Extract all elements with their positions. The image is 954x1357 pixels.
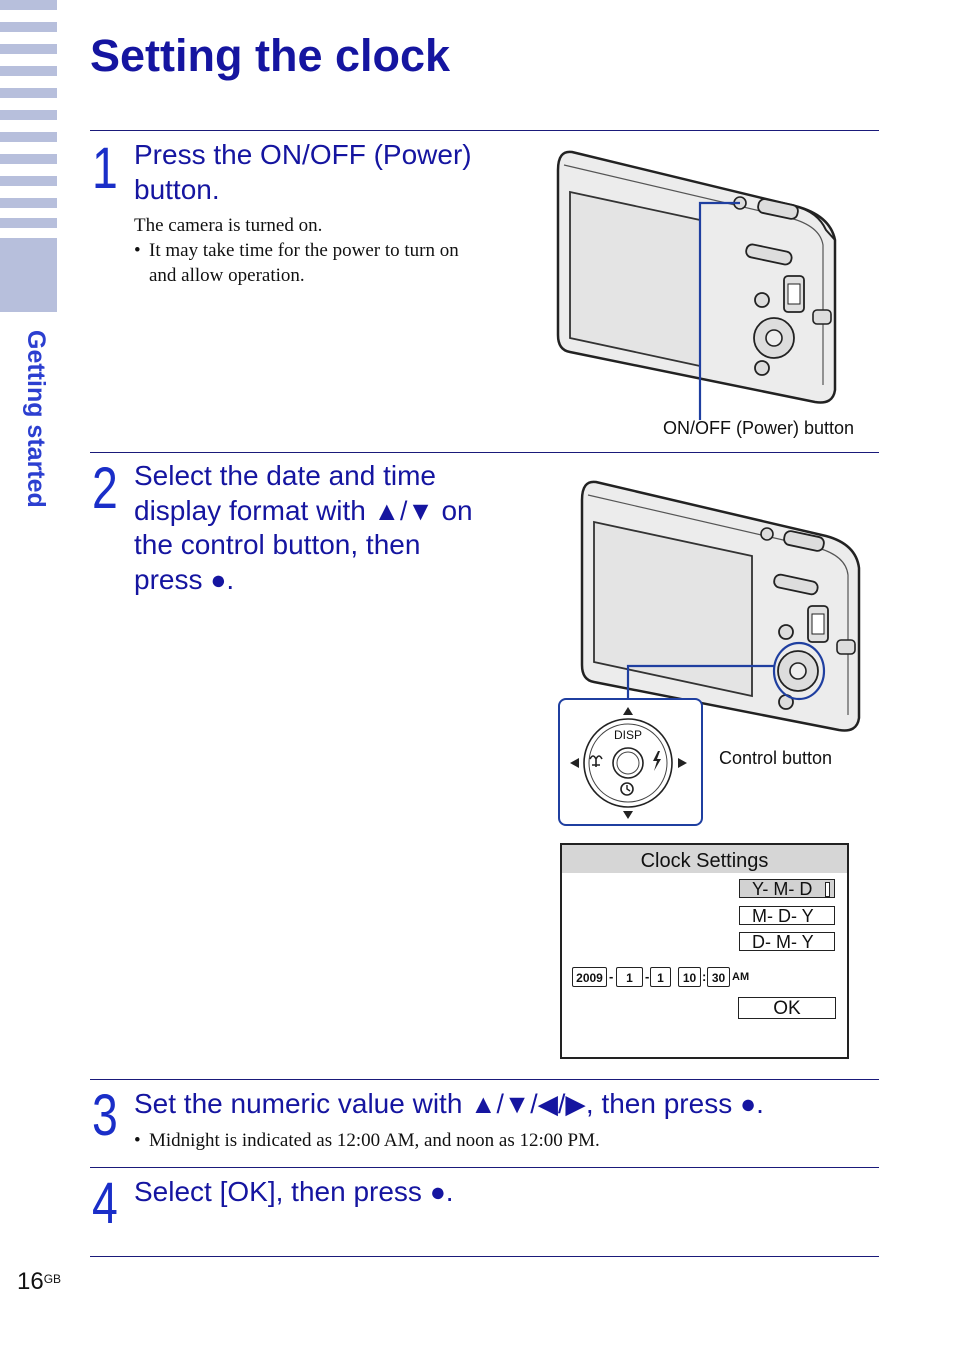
step-1-heading: Press the ON/OFF (Power) button. [134, 139, 472, 205]
step-number-4: 4 [92, 1171, 118, 1236]
step-1-bullet: It may take time for the power to turn o… [134, 238, 524, 288]
format-option-mdy[interactable]: M- D- Y [739, 906, 835, 926]
step-1-body: The camera is turned on. It may take tim… [134, 213, 524, 288]
hour-field[interactable]: 10 [678, 967, 701, 987]
selection-indicator [825, 882, 830, 897]
time-separator: : [702, 969, 707, 984]
step-3-body: Midnight is indicated as 12:00 AM, and n… [134, 1128, 600, 1153]
date-separator: - [609, 969, 614, 984]
step-3-bullet: Midnight is indicated as 12:00 AM, and n… [134, 1128, 600, 1153]
clock-settings-panel: Clock Settings Y- M- D M- D- Y D- M- Y 2… [560, 843, 849, 1059]
ok-button[interactable]: OK [738, 997, 836, 1019]
format-option-ymd[interactable]: Y- M- D [739, 879, 835, 899]
page-title: Setting the clock [90, 30, 451, 81]
step-number-3: 3 [92, 1083, 118, 1148]
sidebar-block [0, 238, 57, 312]
right-arrow-icon [678, 758, 687, 768]
format-option-dmy[interactable]: D- M- Y [739, 932, 835, 952]
camera-illustration-1 [556, 150, 837, 420]
section-label: Getting started [22, 330, 50, 508]
camera-illustration-2 [580, 480, 861, 732]
divider [90, 1079, 879, 1080]
divider [90, 1167, 879, 1168]
divider [90, 130, 879, 131]
self-timer-icon [620, 782, 634, 796]
up-arrow-icon [623, 707, 633, 715]
page-number: 16GB [17, 1268, 62, 1295]
disp-label: DISP [613, 728, 642, 742]
divider [90, 1256, 879, 1257]
step-3-heading: Set the numeric value with ▲/▼/◀/▶, then… [134, 1088, 764, 1119]
control-button-diagram [570, 707, 687, 819]
power-button-callout: ON/OFF (Power) button [663, 418, 855, 438]
macro-icon [589, 755, 603, 767]
down-arrow-icon [623, 811, 633, 819]
step-number-2: 2 [92, 456, 118, 521]
step-number-1: 1 [92, 136, 118, 201]
date-separator: - [645, 969, 650, 984]
control-button-callout: Control button [719, 748, 833, 768]
day-field[interactable]: 1 [650, 967, 671, 987]
month-field[interactable]: 1 [616, 967, 643, 987]
step-4-heading: Select [OK], then press ●. [134, 1176, 454, 1207]
left-arrow-icon [570, 758, 579, 768]
clock-settings-title: Clock Settings [562, 845, 847, 873]
step-2-heading: Select the date and time display format … [134, 460, 473, 595]
divider [90, 452, 879, 453]
ampm-indicator: AM [732, 971, 750, 983]
minute-field[interactable]: 30 [707, 967, 730, 987]
year-field[interactable]: 2009 [572, 967, 607, 987]
flash-icon [653, 751, 661, 771]
